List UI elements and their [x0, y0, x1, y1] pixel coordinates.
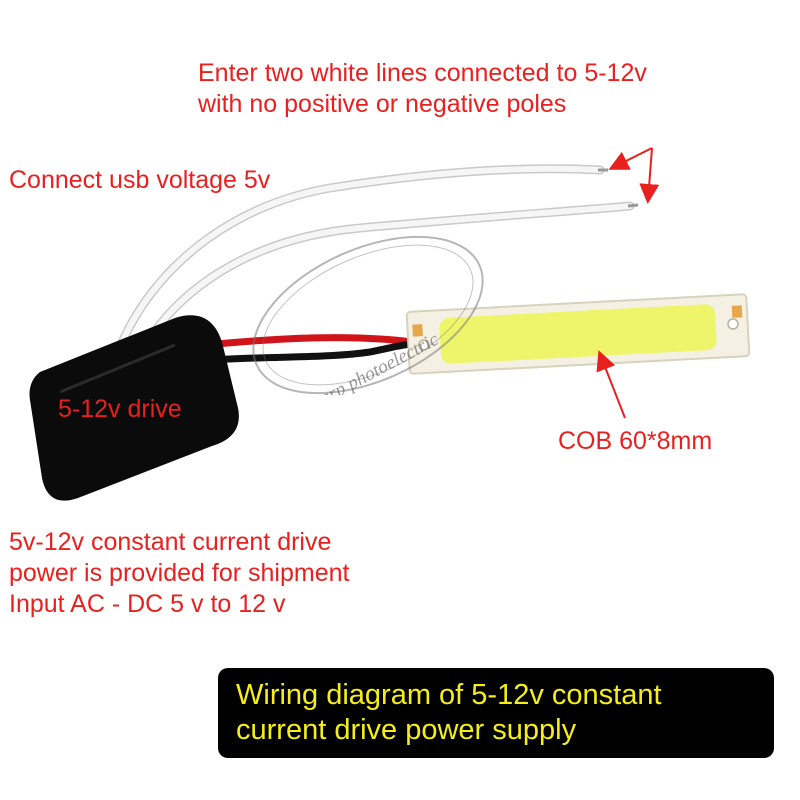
arrow-to-white-wire-upper [608, 147, 653, 170]
cob-mount-hole-left [418, 339, 430, 351]
banner-line1: Wiring diagram of 5-12v constant [236, 679, 662, 711]
red-wire [201, 334, 416, 349]
annotation-arrows [596, 147, 660, 419]
white-lines-line1: Enter two white lines connected to 5-12v [198, 59, 647, 87]
banner-line2: current drive power supply [236, 714, 577, 746]
cob-size-label: COB 60*8mm [558, 427, 713, 455]
wiring-diagram-banner: Wiring diagram of 5-12v constant current… [218, 668, 774, 758]
white-lines-instruction: Enter two white lines connected to 5-12v… [198, 58, 647, 120]
cob-solder-pad-right [731, 305, 743, 318]
usb-voltage-label: Connect usb voltage 5v [9, 166, 271, 194]
output-wires [201, 334, 416, 364]
cob-mount-hole-right [727, 318, 739, 330]
shipment-line1: 5v-12v constant current drive [9, 528, 332, 556]
shipment-line2: power is provided for shipment [9, 559, 350, 587]
arrow-to-cob-strip [596, 350, 626, 419]
arrow-to-white-wire-lower [639, 147, 660, 204]
shipment-line3: Input AC - DC 5 v to 12 v [9, 590, 286, 618]
white-lines-line2: with no positive or negative poles [198, 90, 567, 118]
cob-led-area [439, 304, 717, 364]
driver-body [29, 315, 239, 501]
cob-solder-pad-left [412, 324, 423, 337]
cob-led-strip [405, 293, 751, 375]
white-input-wires [113, 164, 639, 360]
driver-module [29, 315, 239, 501]
shipment-description: 5v-12v constant current drive power is p… [9, 527, 349, 620]
driver-label: 5-12v drive [58, 395, 182, 423]
bare-wire-tip-lower [627, 203, 639, 208]
black-wire [204, 340, 416, 364]
